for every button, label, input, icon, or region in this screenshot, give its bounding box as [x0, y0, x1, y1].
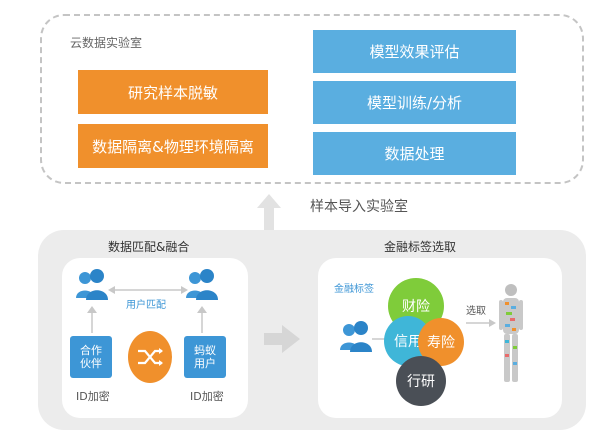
- circle-industry-research: 行研: [396, 356, 446, 406]
- isolation-box: 数据隔离&物理环境隔离: [78, 124, 268, 168]
- cloud-lab-title: 云数据实验室: [70, 36, 143, 50]
- id-encrypt-right: ID加密: [190, 390, 224, 403]
- partner-badge: 合作 伙伴: [70, 336, 112, 378]
- select-label: 选取: [466, 306, 486, 317]
- id-encrypt-left: ID加密: [76, 390, 110, 403]
- user-match-label: 用户匹配: [126, 300, 166, 311]
- ant-user-badge: 蚂蚁 用户: [184, 336, 226, 378]
- up-arrow-icon: [257, 194, 281, 230]
- user-group-left-icon: [76, 269, 108, 300]
- select-arrow-icon: [466, 319, 496, 327]
- data-processing-box: 数据处理: [313, 132, 516, 175]
- desensitize-box: 研究样本脱敏: [78, 70, 268, 114]
- cloud-lab-container: [40, 14, 584, 184]
- up-arrow-left-icon: [87, 306, 97, 333]
- right-arrow-icon: [264, 325, 300, 353]
- import-label: 样本导入实验室: [310, 199, 408, 215]
- up-arrow-right-icon: [197, 306, 207, 333]
- user-group-tags-icon: [340, 321, 372, 352]
- match-double-arrow-icon: [108, 286, 188, 294]
- matching-title: 数据匹配&融合: [108, 240, 190, 254]
- fin-tag-label: 金融标签: [334, 284, 374, 295]
- shuffle-icon: [128, 331, 172, 383]
- model-eval-box: 模型效果评估: [313, 30, 516, 73]
- person-figure-icon: [499, 284, 523, 382]
- labels-title: 金融标签选取: [384, 240, 457, 254]
- model-train-box: 模型训练/分析: [313, 81, 516, 124]
- user-group-right-icon: [186, 269, 218, 300]
